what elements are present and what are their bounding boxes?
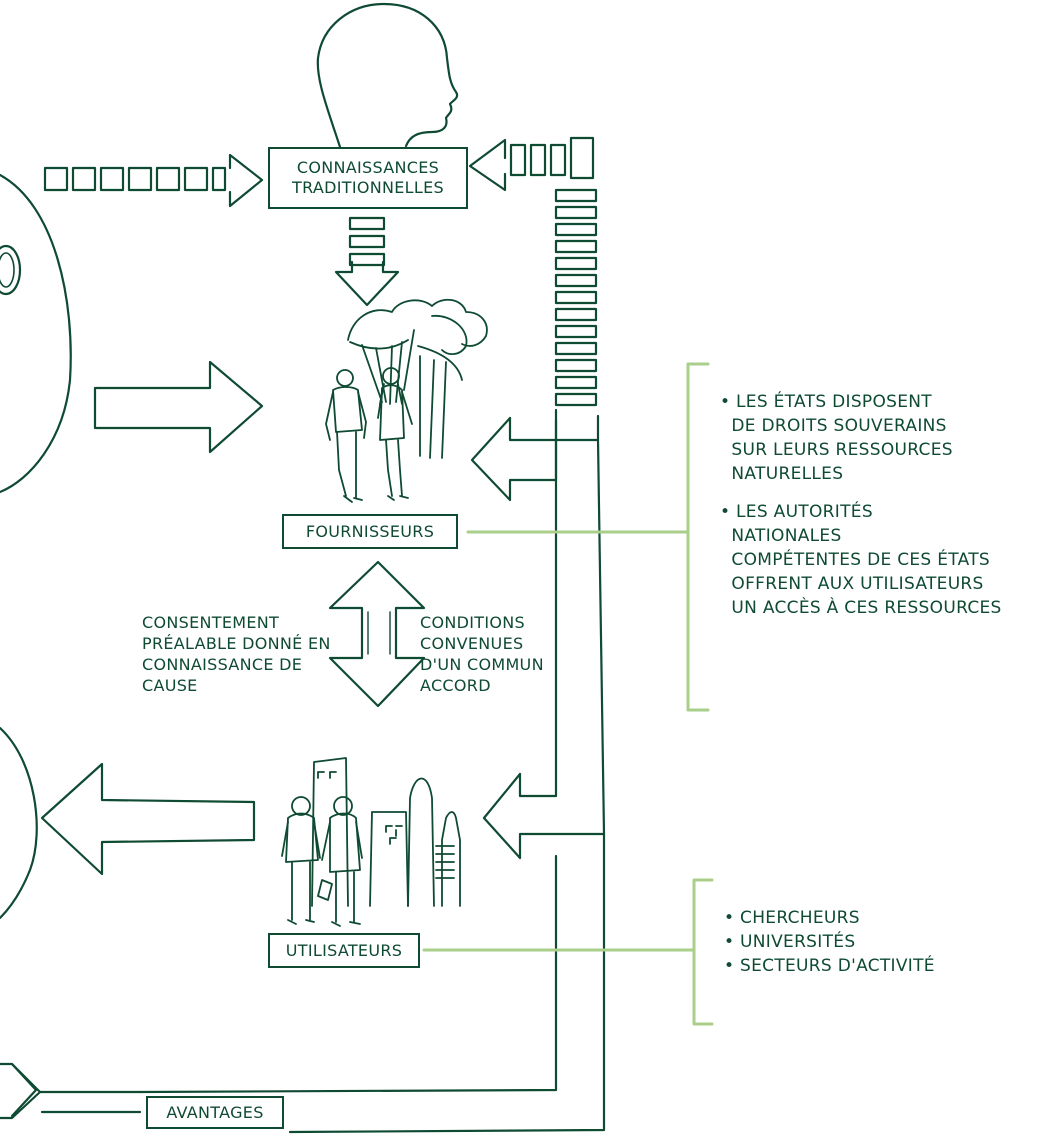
left-to-providers-arrow: [93, 360, 264, 454]
provider-notes-bracket: [466, 362, 710, 712]
left-oval-knob: [0, 244, 22, 296]
users-to-left-arrow: [40, 762, 256, 876]
user-notes-bracket: [422, 878, 714, 1026]
left-oval-top: [0, 173, 72, 494]
feedback-arrow-to-providers: [508, 414, 600, 442]
consent-double-arrow: [328, 560, 426, 708]
traditional-knowledge-box: CONNAISSANCES TRADITIONNELLES: [268, 147, 468, 209]
benefits-return-line: [288, 438, 606, 1134]
user-note-universities: • UNIVERSITÉS: [724, 932, 856, 952]
left-oval-bottom: [0, 726, 38, 920]
user-note-researchers: • CHERCHEURS: [724, 908, 860, 928]
prior-informed-consent-label: CONSENTEMENT PRÉALABLE DONNÉ EN CONNAISS…: [142, 613, 331, 695]
providers-box: FOURNISSEURS: [282, 514, 458, 549]
city-buildings-icon: [311, 757, 461, 907]
user-notes: • CHERCHEURS • UNIVERSITÉS • SECTEURS D'…: [724, 906, 935, 978]
head-silhouette-icon: [316, 2, 459, 149]
researchers-icon: [281, 796, 363, 927]
provider-note-sovereign-rights: • LES ÉTATS DISPOSENT DE DROITS SOUVERAI…: [720, 392, 953, 484]
benefits-box: AVANTAGES: [146, 1096, 284, 1129]
mutually-agreed-terms-label: CONDITIONS CONVENUES D'UN COMMUN ACCORD: [420, 613, 544, 695]
provider-notes: • LES ÉTATS DISPOSENT DE DROITS SOUVERAI…: [720, 390, 1002, 620]
feedback-dashed-column: [554, 188, 598, 407]
user-note-industry-sectors: • SECTEURS D'ACTIVITÉ: [724, 956, 935, 976]
walking-people-icon: [325, 367, 413, 503]
feedback-dashed-arrow-top: [468, 136, 595, 192]
tk-input-dashed-arrow: [43, 153, 264, 208]
feedback-arrow-to-users: [518, 418, 558, 798]
users-box: UTILISATEURS: [268, 933, 420, 968]
trees-icon: [347, 298, 488, 459]
provider-note-national-authorities: • LES AUTORITÉS NATIONALES COMPÉTENTES D…: [720, 502, 1002, 618]
tk-to-providers-arrow: [334, 216, 400, 307]
